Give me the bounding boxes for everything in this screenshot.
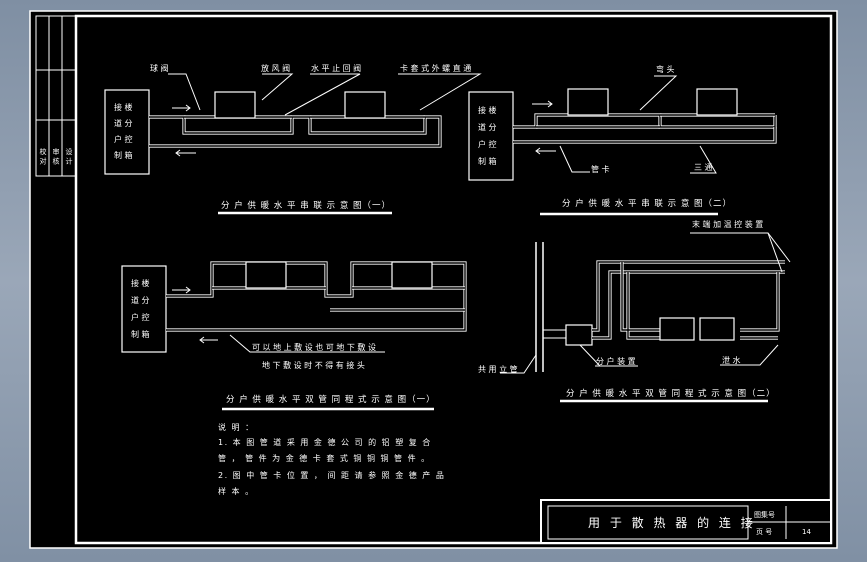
inner-frame: [74, 14, 833, 545]
diagram-3: 接 楼 道 分 户 控 制 箱 可 以 地 上 敷 设 也 可 地 下 敷 设 …: [121, 261, 467, 411]
label-riser: 共 用 立 管: [478, 364, 518, 374]
radiator-4b: [699, 317, 735, 341]
field-page-value: 14: [802, 528, 811, 536]
title-block: 用 于 散 热 器 的 连 接 图集号 页 号 14: [540, 499, 832, 544]
control-box-3-line4: 制 箱: [131, 329, 150, 339]
note-underfloor-1: 可 以 地 上 敷 设 也 可 地 下 敷 设: [252, 342, 376, 352]
radiator-2b: [696, 88, 738, 116]
diagram-4: 末 端 加 温 控 装 置 共 用 立 管 分 户 装 置 泄 水 分 户 供 …: [478, 219, 791, 403]
diagram-2: 接 楼 道 分 户 控 制 箱 弯 头 管 卡 三 通 分 户 供 暖 水 平 …: [468, 64, 777, 216]
caption-diagram-1: 分 户 供 暖 水 平 串 联 示 意 图（一）: [221, 200, 391, 211]
radiator-3b: [391, 261, 433, 289]
control-box-2: [468, 91, 514, 181]
control-box-1: [104, 89, 150, 175]
note-underfloor-2: 地 下 敷 设 时 不 得 有 接 头: [262, 360, 365, 370]
control-box-3-line3: 户 控: [131, 312, 150, 322]
label-pipe-clip: 管 卡: [591, 164, 610, 174]
notes-item1-line1: 1. 本 图 管 道 采 用 金 德 公 司 的 铝 塑 复 合: [218, 437, 432, 447]
caption-diagram-3: 分 户 供 暖 水 平 双 管 同 程 式 示 意 图（一）: [226, 394, 436, 405]
label-meter: 分 户 装 置: [596, 356, 636, 366]
notes-heading: 说 明 ：: [218, 422, 255, 432]
field-atlas-number-label: 图集号: [754, 510, 775, 519]
label-elbow: 弯 头: [656, 64, 675, 74]
radiator-4a: [659, 317, 695, 341]
notes-item2-line2: 样 本 。: [218, 486, 255, 496]
control-box-3-line2: 道 分: [131, 295, 150, 305]
side-strip-col2: 审 核: [52, 147, 60, 165]
control-box-3: [121, 265, 167, 353]
control-box-2-line1: 接 楼: [478, 105, 497, 115]
radiator-1a: [214, 91, 256, 119]
label-thermostat: 末 端 加 温 控 装 置: [692, 219, 763, 229]
radiator-3a: [245, 261, 287, 289]
diagram-1: 接 楼 道 分 户 控 制 箱 球 阀 放 风 阀 水 平 止 回 阀 卡 套 …: [104, 63, 482, 215]
caption-diagram-2: 分 户 供 暖 水 平 串 联 示 意 图（二）: [562, 198, 732, 209]
field-page-label: 页 号: [756, 528, 772, 536]
radiator-2a: [567, 88, 609, 116]
control-box-1-line2: 道 分: [114, 118, 133, 128]
side-strip: 校 对 审 核 设 计: [35, 15, 77, 177]
label-drain: 泄 水: [722, 355, 741, 365]
label-tee: 三 通: [694, 162, 713, 172]
side-strip-col1: 校 对: [39, 147, 47, 164]
drawing-title: 用 于 散 热 器 的 连 接: [588, 515, 756, 530]
control-box-2-line3: 户 控: [478, 139, 497, 149]
control-box-2-line4: 制 箱: [478, 156, 497, 166]
notes-item1-line2: 管 ， 管 件 为 金 德 卡 套 式 铜 铜 铜 管 件 。: [218, 453, 431, 463]
label-ball-valve: 球 阀: [150, 63, 169, 73]
radiator-1b: [344, 91, 386, 119]
control-box-1-line4: 制 箱: [114, 150, 133, 160]
notes-item2-line1: 2. 图 中 管 卡 位 置 ， 间 距 请 参 照 金 德 产 品: [218, 470, 445, 480]
control-box-2-line2: 道 分: [478, 122, 497, 132]
caption-diagram-4: 分 户 供 暖 水 平 双 管 同 程 式 示 意 图（二）: [566, 388, 776, 399]
control-box-3-line1: 接 楼: [131, 278, 150, 288]
control-box-1-line3: 户 控: [114, 134, 133, 144]
side-strip-col3: 设 计: [65, 147, 73, 165]
label-vent-valve: 放 风 阀: [261, 63, 290, 73]
label-check-valve: 水 平 止 回 阀: [311, 63, 361, 73]
meter-unit: [565, 324, 593, 346]
control-box-1-line1: 接 楼: [114, 102, 133, 112]
label-cross-fitting: 卡 套 式 外 螺 直 通: [400, 63, 471, 73]
notes-block: 说 明 ： 1. 本 图 管 道 采 用 金 德 公 司 的 铝 塑 复 合 管…: [218, 422, 445, 496]
